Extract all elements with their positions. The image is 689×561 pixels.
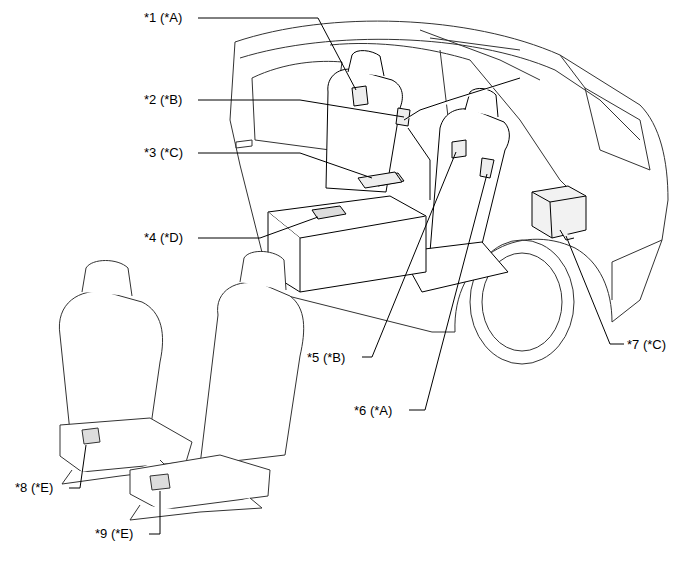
- callout-number: *4 (*D): [143, 230, 184, 245]
- leader-lines: [69, 18, 624, 534]
- callout-number: *6 (*A): [353, 403, 393, 418]
- callout-number: *7 (*C): [626, 337, 667, 352]
- front-seats: [59, 251, 303, 520]
- rear-unit: [532, 186, 586, 240]
- callout-number: *3 (*C): [143, 145, 184, 160]
- callout-number: *1 (*A): [143, 10, 183, 25]
- rear-seats: [268, 51, 520, 292]
- callout-number: *5 (*B): [306, 350, 346, 365]
- callout-number: *9 (*E): [94, 526, 134, 541]
- callout-number: *8 (*E): [14, 480, 54, 495]
- callout-number: *2 (*B): [143, 92, 183, 107]
